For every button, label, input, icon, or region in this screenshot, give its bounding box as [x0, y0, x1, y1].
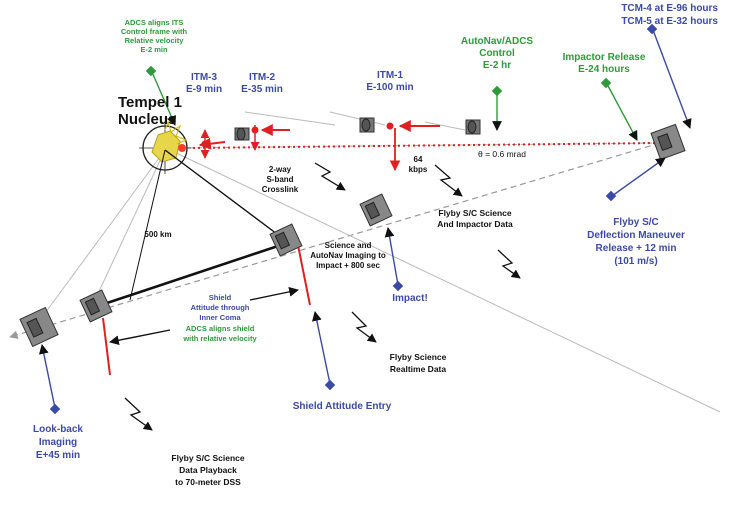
lookback-line1: Look-back: [33, 424, 83, 435]
flyby-realtime-line2: Realtime Data: [390, 364, 446, 374]
adcs-top-line2: Control frame with: [121, 27, 188, 36]
sightline-c: [424, 121, 466, 131]
sightline-a: [244, 111, 336, 126]
itm2-time: E-35 min: [241, 84, 283, 95]
distance-label: 500 km: [144, 230, 171, 239]
flyby-sci-impactor-line1: Flyby S/C Science: [438, 208, 511, 218]
flyby-spacecraft-impact: [359, 193, 393, 227]
impactor-spacecraft-3: [234, 127, 250, 141]
diamond-deflection: [605, 190, 617, 202]
flyby-spacecraft-lookback: [19, 306, 59, 348]
itm1-label: ITM-1: [377, 70, 404, 81]
flyby-sci-impactor-line2: And Impactor Data: [437, 219, 513, 229]
shield-entry-label: Shield Attitude Entry: [293, 401, 392, 412]
shield-bar-1: [297, 244, 311, 306]
pointer-shield-entry: [312, 311, 331, 385]
zigzag-playback: [124, 397, 153, 431]
deflection-line2: Deflection Maneuver: [587, 230, 685, 241]
flyby-spacecraft-shield: [79, 289, 113, 323]
impact-label: Impact!: [392, 293, 428, 304]
flyby-spacecraft-release: [650, 123, 686, 161]
autonav-line3: E-2 hr: [483, 60, 511, 71]
impactor-release-line2: E-24 hours: [578, 64, 630, 75]
zigzag-realtime: [351, 311, 377, 343]
shield-att-line1: Shield: [209, 293, 232, 302]
theta-label: θ = 0.6 mrad: [478, 149, 526, 159]
flyby-realtime-line1: Flyby Science: [390, 352, 447, 362]
diamond-lookback: [49, 403, 61, 415]
impactor-release-line1: Impactor Release: [563, 52, 646, 63]
deflection-line3: Release + 12 min: [596, 243, 677, 254]
adcs-top-line4: E-2 min: [140, 45, 168, 54]
playback-line1: Flyby S/C Science: [171, 453, 244, 463]
cone-line-mid: [94, 149, 166, 301]
pointer-impact: [384, 227, 399, 286]
autonav-line2: Control: [479, 48, 515, 59]
itm2-label: ITM-2: [249, 72, 276, 83]
pointer-impactor-release: [606, 83, 638, 141]
pointer-lookback: [38, 344, 56, 409]
pointer-adcs-top: [151, 71, 176, 126]
diamond-tcm: [646, 23, 658, 35]
itm3-time: E-9 min: [186, 84, 222, 95]
adcs-top-line1: ADCS aligns ITS: [125, 18, 184, 27]
lookback-line3: E+45 min: [36, 450, 80, 461]
crosslink-line3: Crosslink: [262, 185, 299, 194]
arrow-shield-right: [249, 287, 299, 301]
cone-line-left: [39, 149, 166, 321]
itm3-label: ITM-3: [191, 72, 218, 83]
sci-autonav-line2: AutoNav Imaging to: [310, 251, 386, 260]
kbps-line1: 64: [414, 155, 423, 164]
sci-autonav-line3: Impact + 800 sec: [316, 261, 380, 270]
deflection-line1: Flyby S/C: [613, 217, 659, 228]
flyby-spacecraft-imaging: [269, 223, 303, 257]
distance-line-2: [129, 149, 166, 301]
lookback-line2: Imaging: [39, 437, 77, 448]
pointer-deflection: [611, 157, 666, 197]
diamond-shield-entry: [324, 379, 336, 391]
playback-line2: Data Playback: [179, 465, 237, 475]
adcs-shield-line1: ADCS aligns shield: [186, 324, 255, 333]
impactor-path: [189, 142, 661, 149]
deflection-line4: (101 m/s): [614, 256, 657, 267]
impactor-spacecraft-2: [359, 117, 375, 133]
sci-autonav-line1: Science and: [325, 241, 372, 250]
itm1-time: E-100 min: [366, 82, 413, 93]
adcs-shield-line2: with relative velocity: [182, 334, 257, 343]
flyby-segment: [97, 240, 291, 308]
nucleus-title-line2: Nucleus: [118, 111, 176, 128]
nucleus-title-line1: Tempel 1: [118, 94, 182, 111]
crosslink-line1: 2-way: [269, 165, 292, 174]
autonav-line1: AutoNav/ADCS: [461, 36, 534, 47]
pointer-tcm: [652, 29, 692, 129]
sightline-b: [329, 111, 386, 126]
diamond-impactor-release: [600, 77, 612, 89]
adcs-top-line3: Relative velocity: [125, 36, 185, 45]
diamond-impact: [392, 280, 404, 292]
zigzag-64kbps: [434, 164, 463, 197]
itm3-marker: [200, 129, 210, 159]
impactor-spacecraft-1: [465, 119, 481, 135]
zigzag-flyby-science: [497, 249, 521, 279]
tcm-line2: TCM-5 at E-32 hours: [621, 16, 718, 27]
diamond-autonav: [491, 85, 503, 97]
shield-att-line2: Attitude through: [191, 303, 250, 312]
crosslink-line2: S-band: [266, 175, 293, 184]
itm1-marker: [386, 122, 394, 130]
tempel1-nucleus: [139, 120, 191, 174]
shield-bar-2: [102, 317, 111, 376]
cone-line-lower: [169, 149, 721, 413]
flyby-trajectory-line: [9, 142, 661, 339]
distance-line: [164, 149, 286, 241]
diamond-adcs-top: [145, 65, 157, 77]
shield-att-line3: Inner Coma: [199, 313, 241, 322]
arrow-shield-left: [109, 329, 171, 346]
playback-line3: to 70-meter DSS: [175, 477, 241, 487]
zigzag-crosslink: [314, 162, 346, 191]
kbps-line2: kbps: [409, 165, 428, 174]
tcm-line1: TCM-4 at E-96 hours: [621, 3, 718, 14]
itm2-marker: [250, 125, 260, 151]
